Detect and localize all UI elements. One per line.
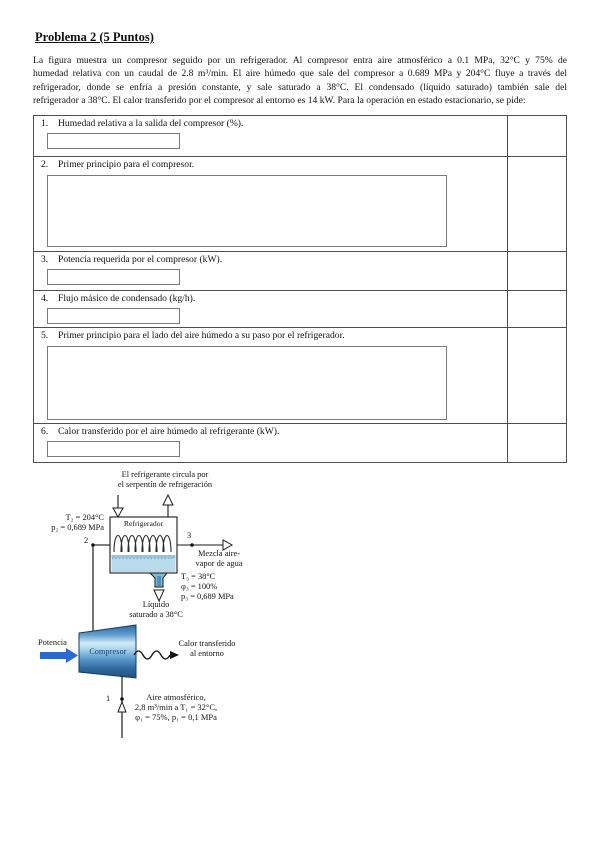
- answer-box-6[interactable]: [47, 441, 180, 457]
- diagram-graphics: [40, 493, 234, 738]
- question-number: 3.: [41, 254, 49, 265]
- statement-line: La figura muestra un compresor seguido p…: [33, 55, 567, 66]
- question-text: Calor transferido por el aire húmedo al …: [58, 426, 280, 437]
- statement-line: refrigerador, donde se enfría a presión …: [33, 81, 567, 93]
- condensate-stream: [157, 576, 161, 586]
- refrigerant-out-arrow-icon: [162, 493, 174, 506]
- state3-point: [190, 543, 194, 547]
- table-row: 6. Calor transferido por el aire húmedo a…: [34, 423, 566, 462]
- question-text: Flujo másico de condensado (kg/h).: [58, 293, 196, 304]
- answer-box-2[interactable]: [47, 175, 447, 247]
- table-row: 5. Primer principio para el lado del aire…: [34, 327, 566, 423]
- heat-squiggle: [133, 650, 171, 660]
- state3-properties: T₃ = 38°C φ₃ = 100% p₃ = 0,689 MPa: [181, 572, 234, 601]
- liquid-surface: [111, 555, 176, 558]
- table-row: 3. Potencia requerida por el compresor (k…: [34, 251, 566, 290]
- inlet-conditions-label: Aire atmosférico, 2,8 m³/min a T₁ = 32°C…: [134, 692, 218, 722]
- state2-properties: T₂ = 204°C p₂ = 0,689 MPa: [51, 513, 104, 532]
- points-cell: [508, 157, 566, 251]
- state3-arrow-icon: [222, 539, 234, 551]
- question-number: 5.: [41, 330, 49, 341]
- refrigerant-in-arrow-icon: [112, 507, 124, 519]
- power-arrow-icon: [40, 648, 78, 663]
- question-text: Primer principio para el compresor.: [58, 159, 195, 170]
- table-row: 2. Primer principio para el compresor.: [34, 156, 566, 251]
- answer-box-4[interactable]: [47, 308, 180, 324]
- condensate-arrow-icon: [153, 589, 165, 603]
- answer-box-3[interactable]: [47, 269, 180, 285]
- page-title: Problema 2 (5 Puntos): [35, 30, 154, 44]
- state3-number: 3: [187, 531, 192, 540]
- statement-line: humedad relativa con un caudal de 2.8 m³…: [33, 68, 567, 80]
- question-number: 2.: [41, 159, 49, 170]
- compressor-shape: [78, 624, 137, 679]
- compressor-label: Compresor: [89, 647, 127, 656]
- statement-line: refrigerador a 38°C. El calor transferid…: [33, 95, 526, 107]
- heat-transfer-label: Calor transferido al entorno: [178, 639, 236, 658]
- questions-table: 1. Humedad relativa a la salida del compr…: [33, 115, 567, 463]
- condensate-label: Líquido saturado a 38°C: [129, 600, 183, 619]
- power-label: Potencia: [38, 638, 67, 647]
- cooling-coil-icon: [113, 534, 172, 553]
- refrigerant-caption: El refrigerante circula por el serpentín…: [117, 470, 213, 489]
- state1-point: [120, 697, 124, 701]
- refrigerator-label: Refrigerador: [123, 519, 164, 528]
- mixture-label: Mezcla aire- vapor de agua: [195, 549, 243, 568]
- question-number: 6.: [41, 426, 49, 437]
- points-cell: [508, 328, 566, 423]
- table-row: 4. Flujo másico de condensado (kg/h).: [34, 290, 566, 327]
- answer-box-5[interactable]: [47, 346, 447, 420]
- question-text: Primer principio para el lado del aire h…: [58, 330, 345, 341]
- question-number: 4.: [41, 293, 49, 304]
- points-cell: [508, 252, 566, 290]
- answer-box-1[interactable]: [47, 133, 180, 149]
- points-cell: [508, 116, 566, 156]
- table-row: 1. Humedad relativa a la salida del compr…: [34, 116, 566, 156]
- heat-arrowhead-icon: [170, 651, 179, 659]
- state2-number: 2: [84, 536, 89, 545]
- liquid-pool: [111, 555, 176, 572]
- points-cell: [508, 424, 566, 462]
- points-cell: [508, 291, 566, 327]
- state2-point: [91, 543, 95, 547]
- question-number: 1.: [41, 118, 49, 129]
- problem-statement: La figura muestra un compresor seguido p…: [33, 54, 567, 108]
- question-text: Humedad relativa a la salida del compres…: [58, 118, 244, 129]
- state1-number: 1: [106, 694, 111, 703]
- inlet-arrow-icon: [117, 700, 127, 713]
- question-text: Potencia requerida por el compresor (kW)…: [58, 254, 223, 265]
- system-diagram: El refrigerante circula por el serpentín…: [0, 468, 600, 768]
